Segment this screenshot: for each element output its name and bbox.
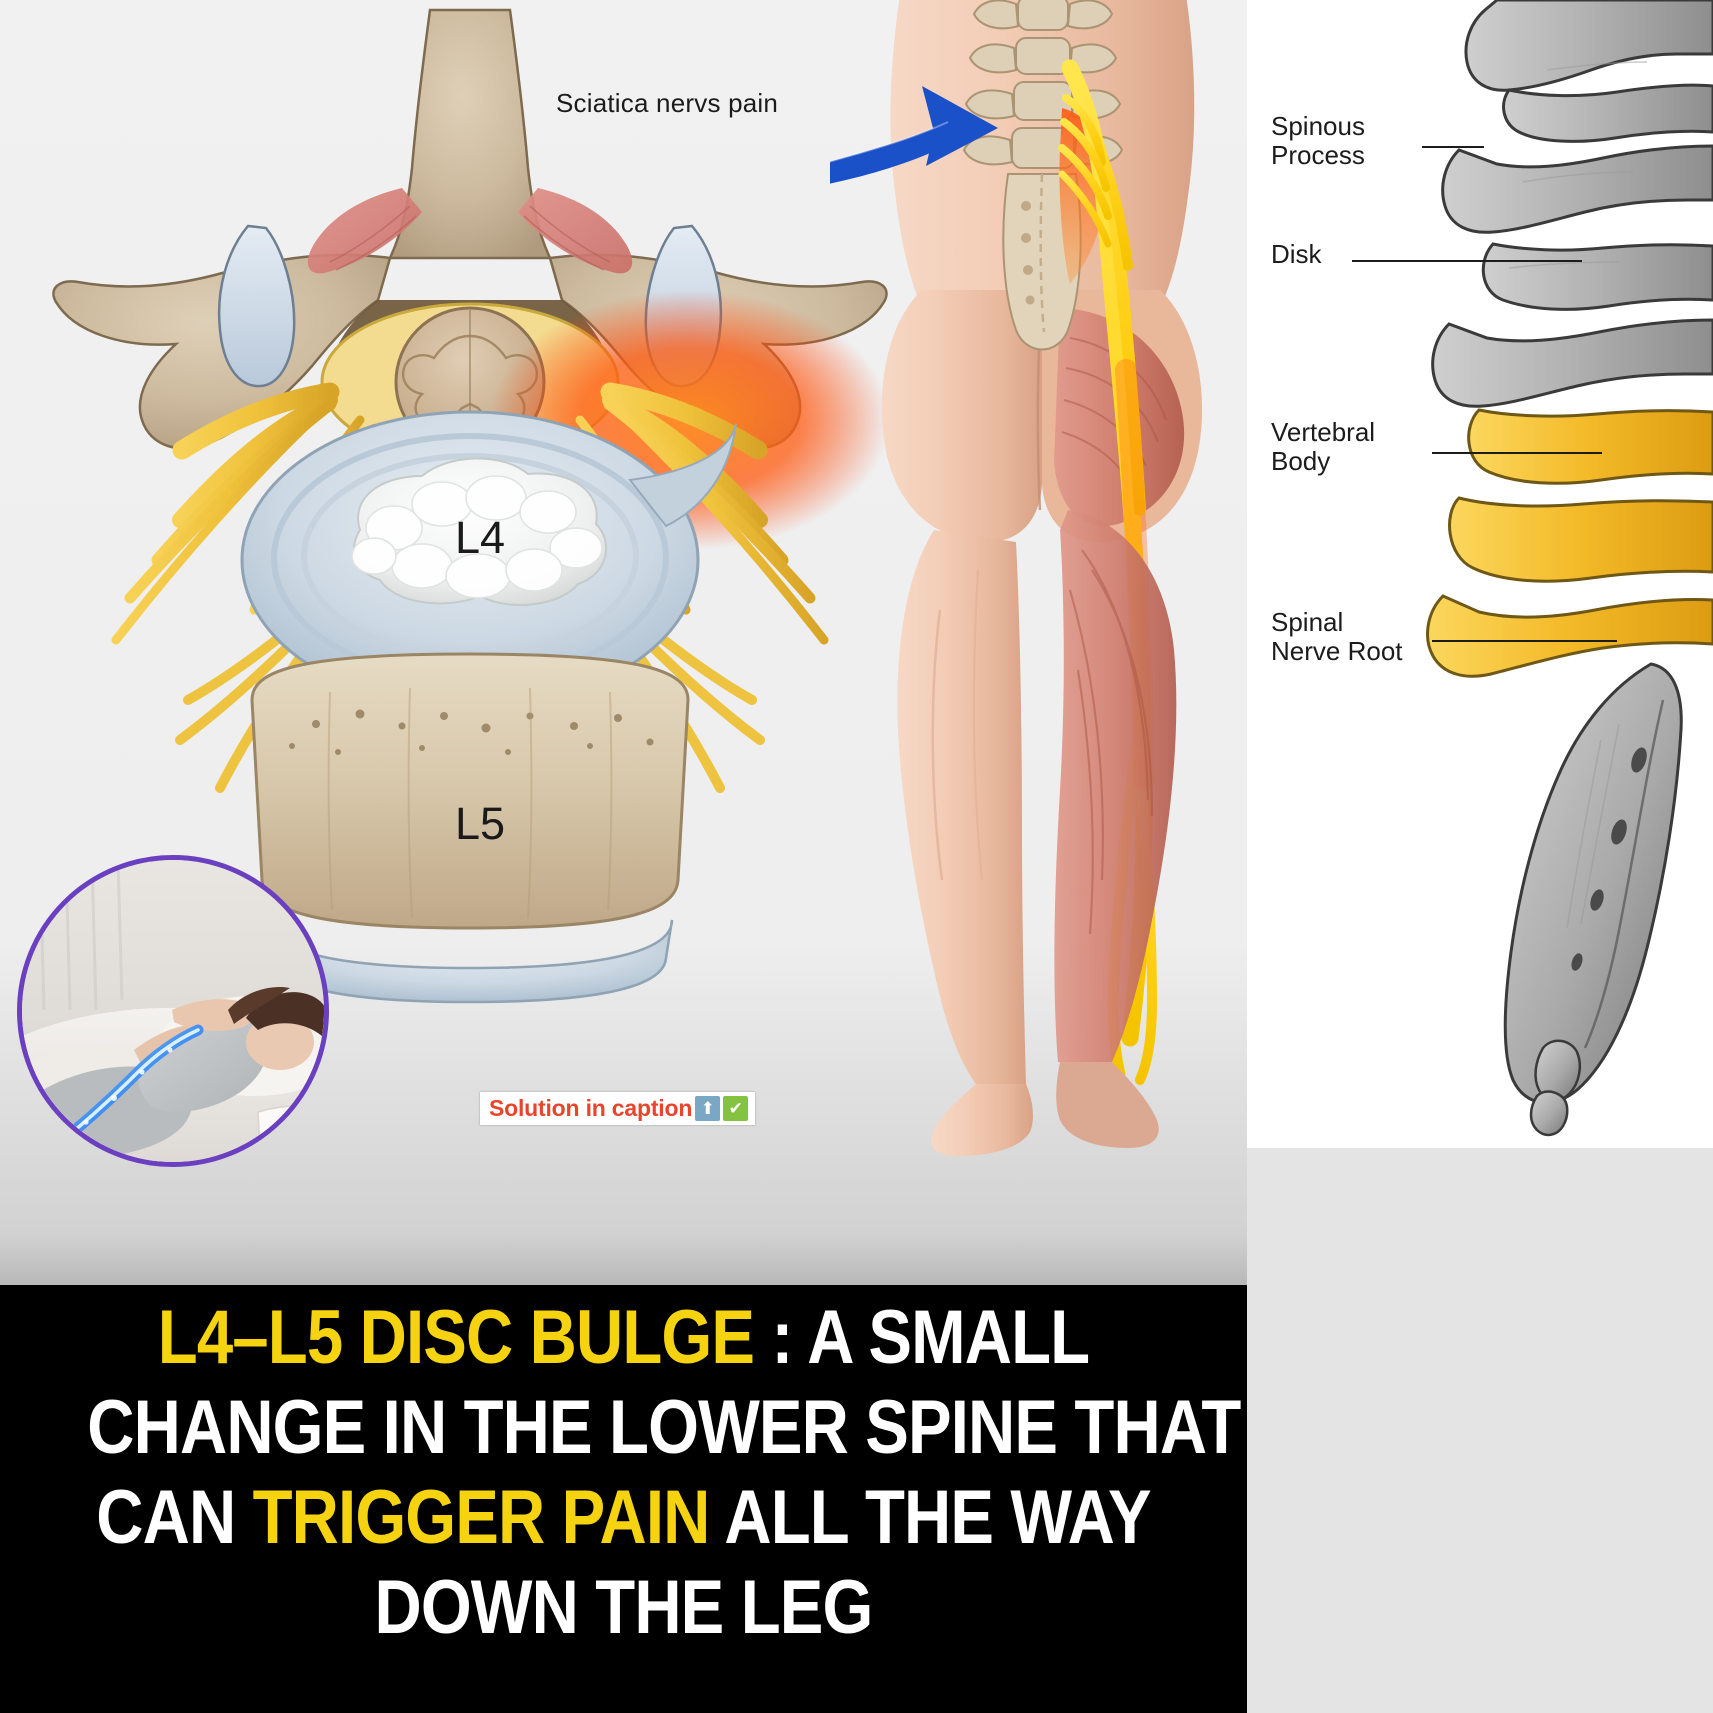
caption-line-3: CAN TRIGGER PAIN ALL THE WAY xyxy=(87,1473,1159,1563)
annotation-vertebral-body: Vertebral Body xyxy=(1271,417,1376,476)
lamina-v1 xyxy=(1502,83,1713,143)
up-arrow-icon: ⬆ xyxy=(695,1096,721,1121)
spinous-process-v3 xyxy=(1431,318,1713,408)
caption-seg-plain-2: CHANGE IN THE LOWER SPINE THAT xyxy=(87,1385,1241,1470)
left-transverse-process xyxy=(52,253,392,450)
vertebral-body-highlighted-L4 xyxy=(1467,408,1713,485)
side-sleeping-inset-photo xyxy=(17,855,329,1167)
left-leg xyxy=(897,530,1026,1084)
caption-seg-plain-3a: CAN xyxy=(96,1475,253,1560)
coccyx-segment-2 xyxy=(1529,1090,1569,1137)
right-reference-panel: Spinous Process Disk Vertebral Body Spin… xyxy=(1247,0,1713,1713)
solution-in-caption-badge[interactable]: Solution in caption ⬆ ✔ xyxy=(480,1092,756,1125)
posterior-body-sciatic-nerve-illustration xyxy=(830,0,1203,1156)
check-mark-icon: ✔ xyxy=(723,1096,749,1121)
left-buttock xyxy=(881,290,1042,543)
sagittal-spine-diagram-area: Spinous Process Disk Vertebral Body Spin… xyxy=(1247,0,1713,1148)
caption-line-4: DOWN THE LEG xyxy=(87,1563,1159,1653)
sciatica-callout-label: Sciatica nervs pain xyxy=(556,88,779,118)
vertebra-label-l4: L4 xyxy=(455,512,506,563)
spinous-process-v2 xyxy=(1441,144,1713,234)
right-paraspinal-muscle xyxy=(518,188,633,274)
sacrum xyxy=(1503,662,1683,1105)
annotation-spinous-process: Spinous Process xyxy=(1271,111,1365,170)
coccyx-segment-1 xyxy=(1534,1039,1581,1102)
disc-bulge-region xyxy=(628,423,737,528)
leader-line-spinous-process xyxy=(1422,146,1484,148)
leader-line-vertebral-body xyxy=(1432,452,1602,454)
spinous-process-L5 xyxy=(1426,594,1713,678)
caption-seg-plain-1: : A SMALL xyxy=(754,1295,1090,1380)
left-paraspinal-muscle xyxy=(307,188,422,274)
left-foot xyxy=(931,1084,1033,1156)
solution-badge-text: Solution in caption xyxy=(489,1095,693,1121)
annotation-spinal-nerve-root: Spinal Nerve Root xyxy=(1271,607,1403,666)
leader-line-disk xyxy=(1352,260,1582,262)
vertebral-body-v2 xyxy=(1481,242,1713,311)
caption-seg-plain-4: DOWN THE LEG xyxy=(374,1565,873,1650)
lumbar-spine-bones xyxy=(962,0,1124,351)
caption-seg-plain-3b: ALL THE WAY xyxy=(709,1475,1151,1560)
left-facet-cartilage xyxy=(217,224,296,388)
blue-pointer-arrow xyxy=(830,86,998,184)
right-foot xyxy=(1056,1062,1159,1148)
caption-seg-highlight-3: TRIGGER PAIN xyxy=(252,1475,711,1560)
vertebral-body-L5 xyxy=(250,652,690,930)
left-illustration-panel: Sciatica nervs pain L4 L5 xyxy=(0,0,1247,1713)
spinous-process-v1 xyxy=(1464,0,1713,92)
caption-line-1: L4–L5 DISC BULGE : A SMALL xyxy=(87,1293,1159,1383)
vertebral-body-highlighted-L5 xyxy=(1448,496,1713,583)
lower-disc-edge xyxy=(266,919,674,1004)
inset-photo-artwork xyxy=(22,860,324,1162)
nucleus-pulposus xyxy=(351,457,608,607)
right-thigh-muscles xyxy=(1054,510,1177,1062)
caption-line-2: CHANGE IN THE LOWER SPINE THAT xyxy=(87,1383,1241,1473)
annotation-disk: Disk xyxy=(1271,239,1322,269)
leader-line-spinal-nerve-root xyxy=(1432,640,1617,642)
vertebra-label-l5: L5 xyxy=(455,798,506,849)
caption-seg-highlight-1: L4–L5 DISC BULGE xyxy=(157,1295,755,1380)
sagittal-lumbar-spine-drawing xyxy=(1426,0,1713,1137)
caption-banner: L4–L5 DISC BULGE : A SMALL CHANGE IN THE… xyxy=(0,1285,1247,1713)
spinous-process-shape xyxy=(388,8,552,260)
lumbar-vertebra-axial-illustration xyxy=(52,8,890,1004)
